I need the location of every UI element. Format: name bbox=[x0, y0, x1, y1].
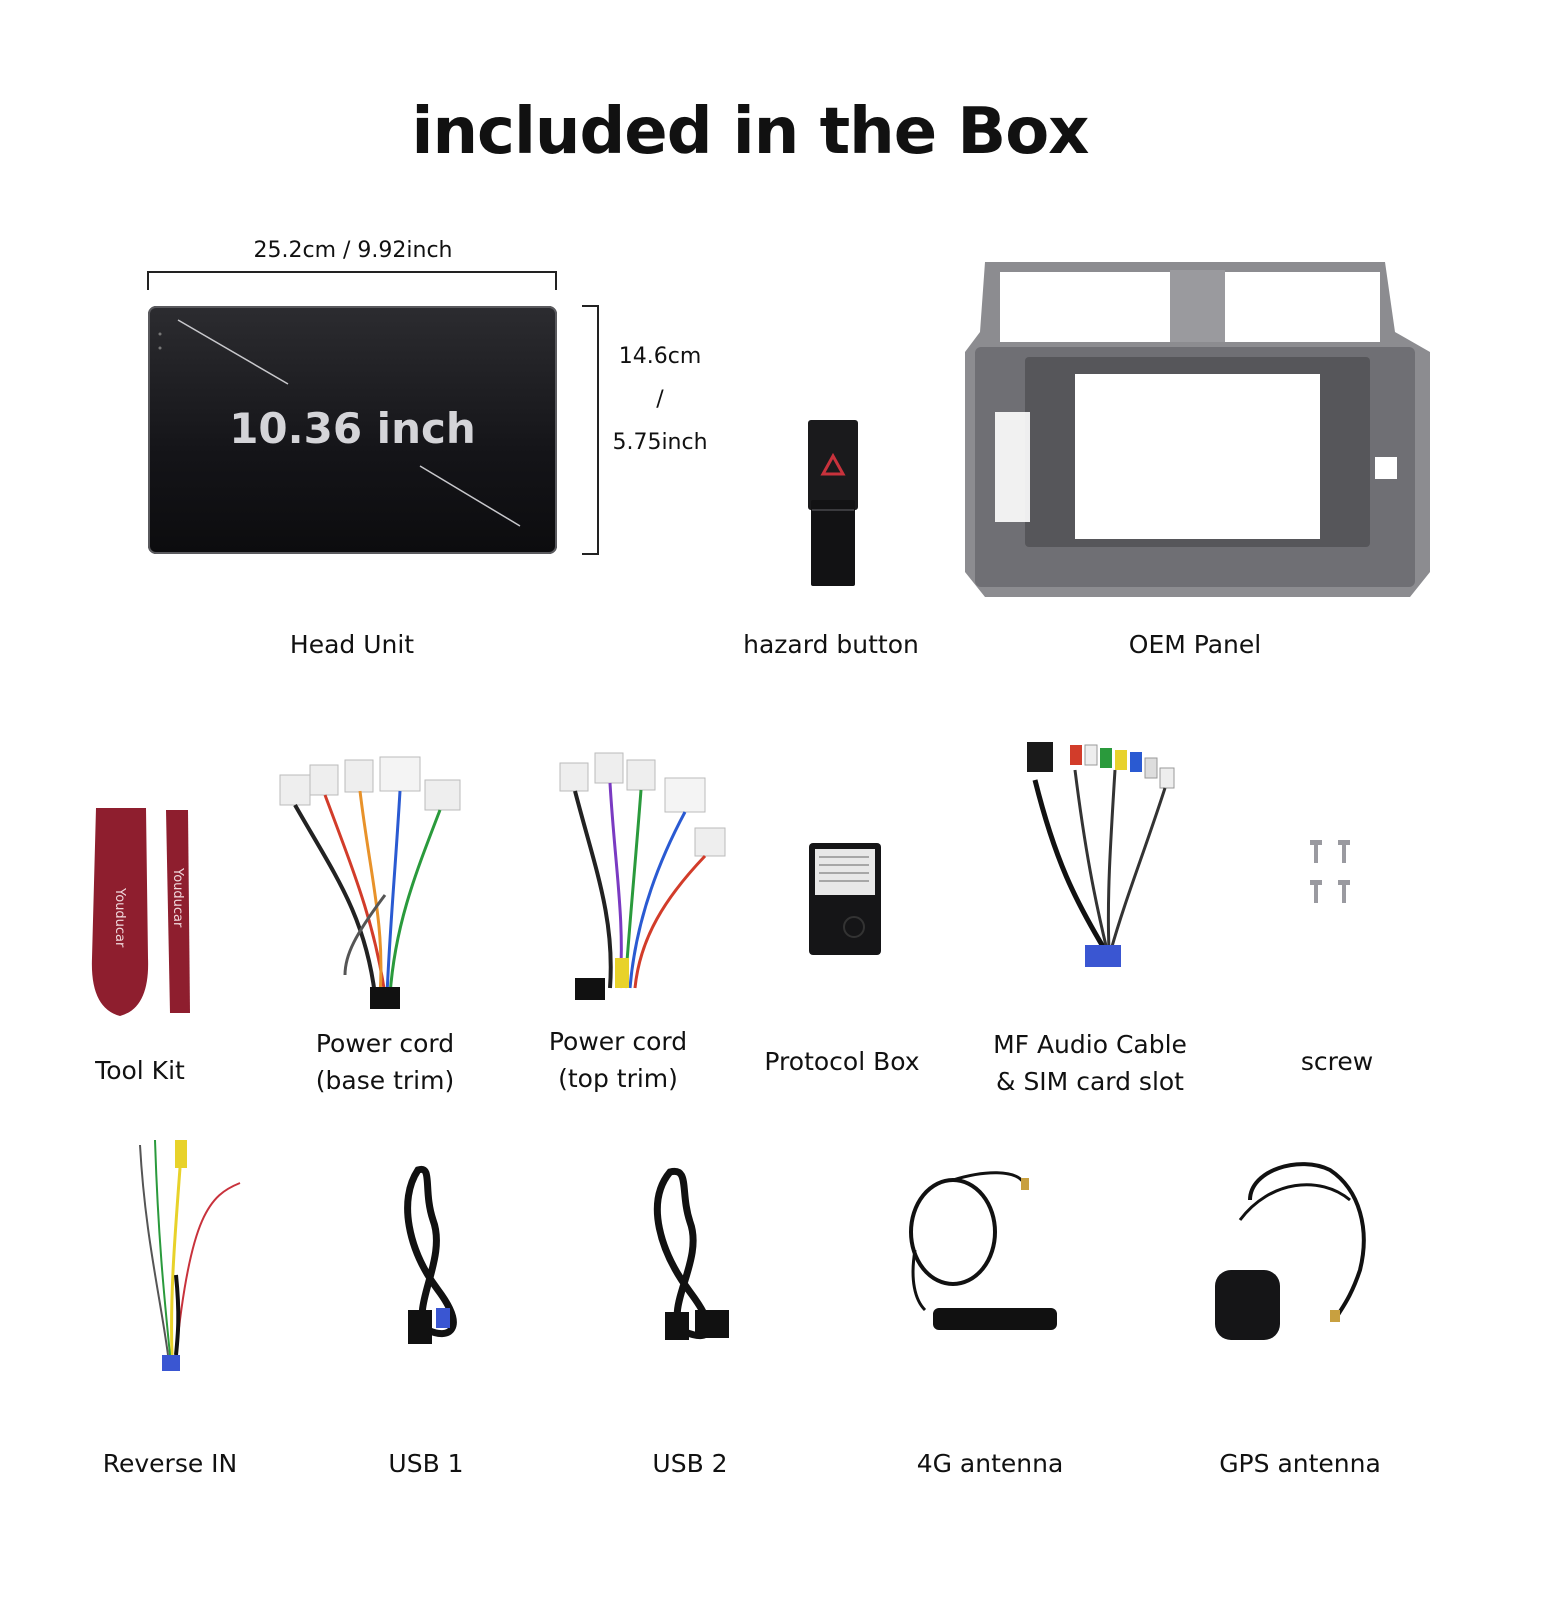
page-title: included in the Box bbox=[411, 95, 1090, 169]
power-cord-top-label-1: Power cord bbox=[548, 1027, 688, 1056]
power-cord-top-image bbox=[559, 752, 726, 1000]
head-unit-label: Head Unit bbox=[289, 630, 415, 659]
mf-audio-label-1: MF Audio Cable bbox=[993, 1030, 1187, 1059]
gps-antenna-image bbox=[1215, 1162, 1366, 1340]
usb1-image bbox=[404, 1165, 457, 1344]
power-cord-base-label-1: Power cord bbox=[315, 1029, 455, 1058]
power-cord-base-label-2: (base trim) bbox=[315, 1066, 455, 1095]
screen-size-text: 10.36 inch bbox=[229, 404, 476, 453]
oem-panel-label: OEM Panel bbox=[1128, 630, 1262, 659]
usb1-label: USB 1 bbox=[388, 1449, 464, 1478]
head-unit-image: 10.36 inch bbox=[148, 306, 557, 554]
usb2-image bbox=[653, 1167, 729, 1340]
hazard-button-image bbox=[808, 420, 858, 586]
gps-antenna-label: GPS antenna bbox=[1219, 1449, 1381, 1478]
protocol-box-image bbox=[809, 843, 881, 955]
height-dimension-sep: / bbox=[656, 387, 664, 412]
tool-brand-1: Youducar bbox=[112, 887, 127, 948]
width-bracket bbox=[147, 271, 599, 555]
reverse-in-label: Reverse IN bbox=[102, 1449, 238, 1478]
screws-image bbox=[1310, 840, 1350, 903]
antenna-4g-image bbox=[909, 1171, 1057, 1330]
height-dimension-cm: 14.6cm bbox=[618, 344, 702, 369]
hazard-button-label: hazard button bbox=[743, 630, 919, 659]
reverse-in-image bbox=[139, 1139, 241, 1371]
oem-panel-image bbox=[965, 262, 1430, 597]
screw-label: screw bbox=[1300, 1047, 1374, 1076]
mf-audio-cable-image bbox=[1027, 742, 1175, 967]
width-dimension: 25.2cm / 9.92inch bbox=[253, 238, 453, 263]
antenna-4g-label: 4G antenna bbox=[916, 1449, 1064, 1478]
power-cord-base-image bbox=[279, 756, 461, 1009]
height-dimension-inch: 5.75inch bbox=[612, 430, 708, 455]
mf-audio-label-2: & SIM card slot bbox=[996, 1067, 1184, 1096]
tool-kit-label: Tool Kit bbox=[95, 1056, 185, 1085]
tool-kit-image: Youducar Youducar bbox=[91, 808, 190, 1016]
power-cord-top-label-2: (top trim) bbox=[558, 1064, 678, 1093]
tool-brand-2: Youducar bbox=[170, 867, 185, 928]
usb2-label: USB 2 bbox=[652, 1449, 728, 1478]
protocol-box-label: Protocol Box bbox=[764, 1047, 920, 1076]
